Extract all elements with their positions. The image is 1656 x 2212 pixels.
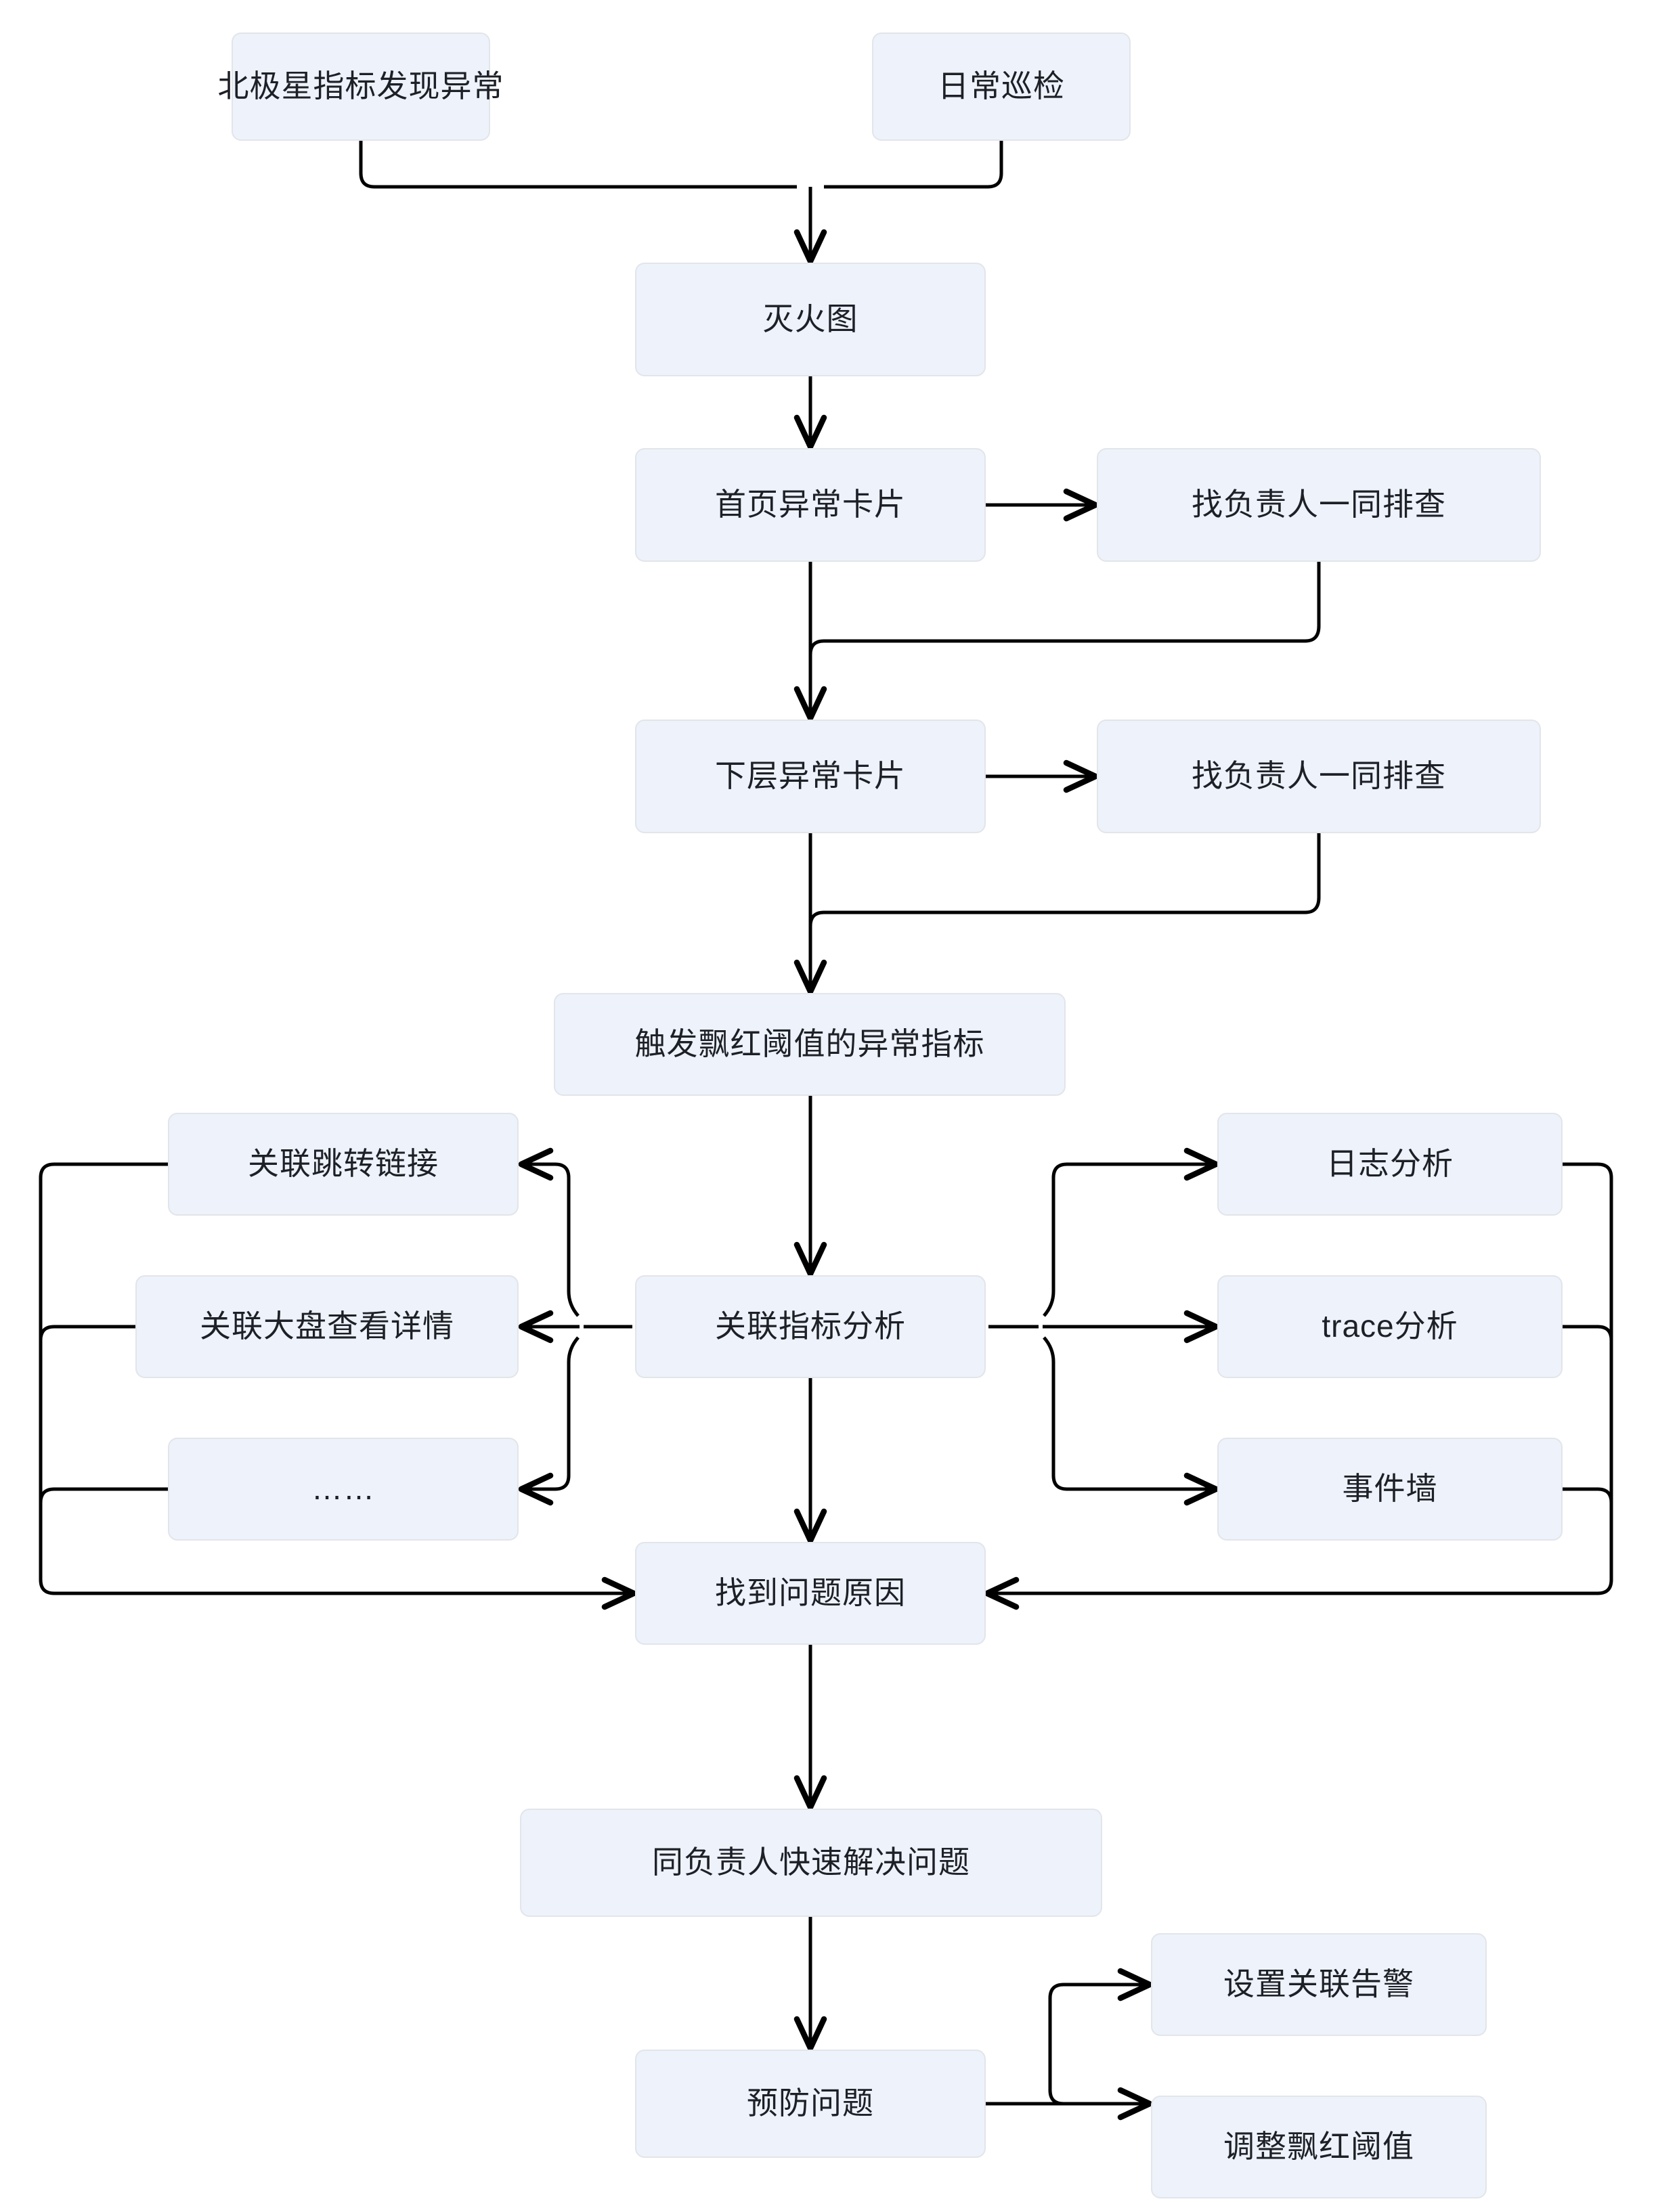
node-daily-inspection[interactable]: 日常巡检: [872, 32, 1131, 141]
edge-n7-loopback: [808, 833, 1321, 927]
node-log-analysis[interactable]: 日志分析: [1217, 1113, 1563, 1216]
node-homepage-anomaly-card[interactable]: 首页异常卡片: [635, 448, 986, 562]
edge-n14-rail: [1563, 1325, 1613, 1341]
node-set-related-alert[interactable]: 设置关联告警: [1151, 1933, 1487, 2036]
node-related-dashboard-detail[interactable]: 关联大盘查看详情: [135, 1275, 519, 1378]
node-adjust-threshold[interactable]: 调整飘红阈值: [1151, 2096, 1487, 2198]
node-event-wall[interactable]: 事件墙: [1217, 1438, 1563, 1541]
edge-n9-rail: [39, 1162, 168, 1178]
edge-n10-rail: [39, 1325, 135, 1341]
edge-n5-loopback: [808, 562, 1321, 655]
node-prevent-problem[interactable]: 预防问题: [635, 2050, 986, 2158]
edge-n12-n15: [1043, 1336, 1219, 1506]
edge-n12-n11: [518, 1336, 580, 1506]
node-beixingzhibiao-anomaly[interactable]: 北极星指标发现异常: [218, 32, 504, 141]
edge-n12-n9: [518, 1147, 580, 1317]
node-related-metric-analysis[interactable]: 关联指标分析: [635, 1275, 986, 1378]
node-root-cause-found[interactable]: 找到问题原因: [635, 1542, 986, 1645]
edge-n12-n13: [1043, 1147, 1219, 1317]
node-threshold-triggered-metric[interactable]: 触发飘红阈值的异常指标: [554, 993, 1066, 1096]
edge-n13-rail: [1563, 1162, 1613, 1178]
node-related-jump-link[interactable]: 关联跳转链接: [168, 1113, 519, 1216]
edge-n1-merge: [359, 141, 797, 189]
edge-n11-rail: [39, 1487, 168, 1503]
node-resolve-with-owner[interactable]: 同负责人快速解决问题: [520, 1809, 1102, 1917]
node-find-owner-investigate-1[interactable]: 找负责人一同排查: [1097, 448, 1541, 562]
node-ellipsis[interactable]: ……: [168, 1438, 519, 1541]
node-find-owner-investigate-2[interactable]: 找负责人一同排查: [1097, 720, 1541, 833]
edge-n18-n19: [1048, 1968, 1153, 2106]
node-firefighting-map[interactable]: 灭火图: [635, 263, 986, 376]
edge-n2-merge: [824, 141, 1003, 189]
node-trace-analysis[interactable]: trace分析: [1217, 1275, 1563, 1378]
node-lower-layer-anomaly-card[interactable]: 下层异常卡片: [635, 720, 986, 833]
edge-n15-rail: [1563, 1487, 1613, 1503]
